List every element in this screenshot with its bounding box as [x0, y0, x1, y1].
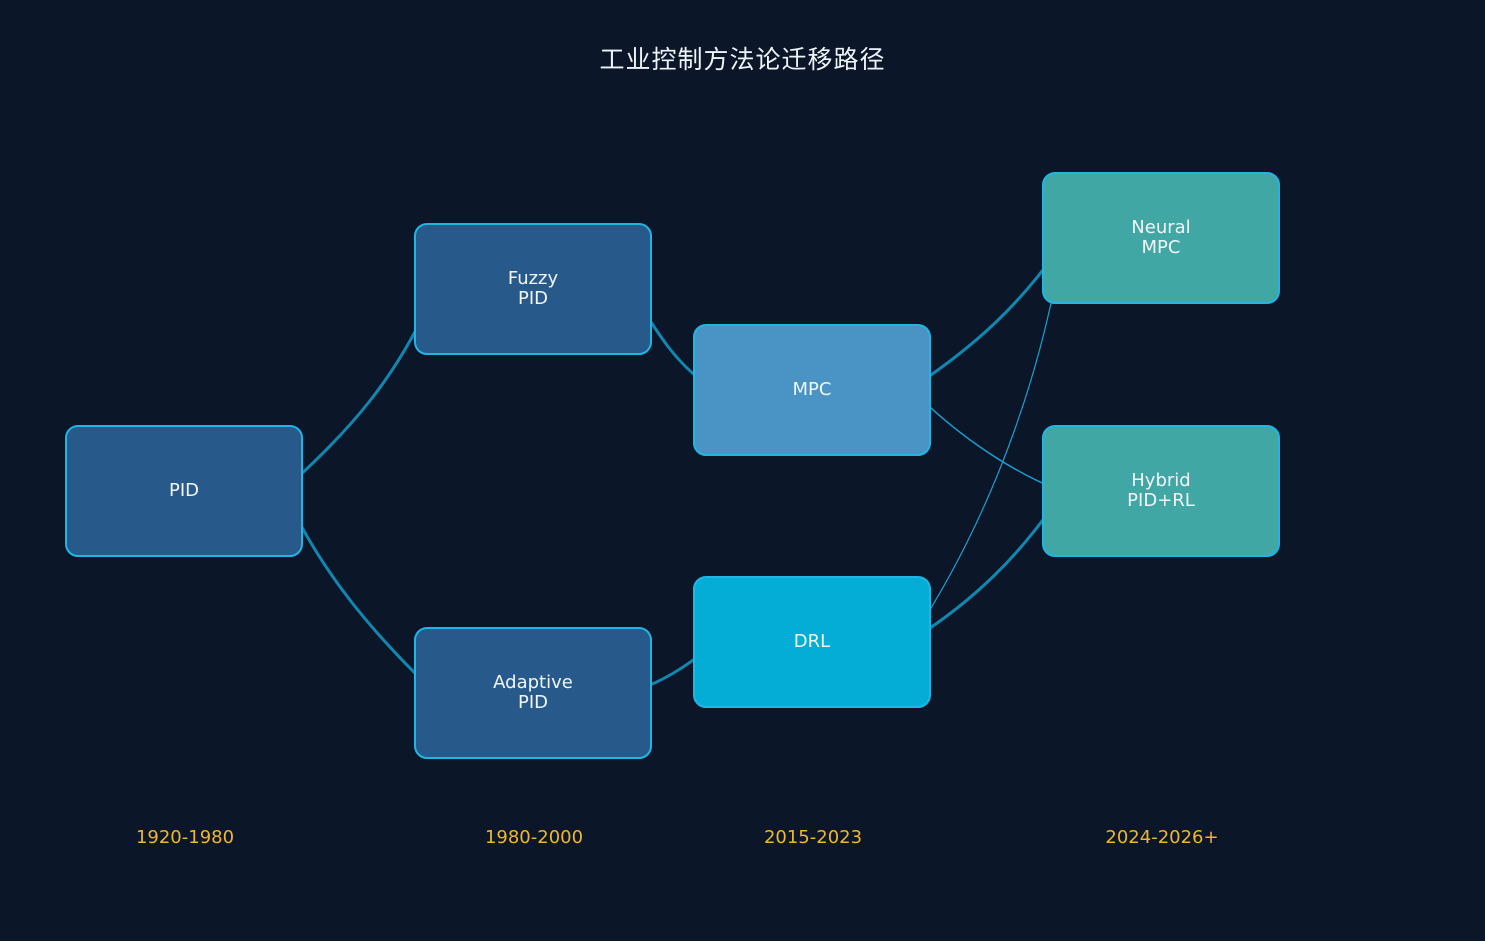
node-pid: PID — [65, 425, 303, 557]
node-mpc-line-1: MPC — [792, 379, 832, 400]
period-label-2024-2026: 2024-2026+ — [1105, 827, 1219, 848]
node-drl: DRL — [693, 576, 931, 708]
edge-mpc-to-neural-mpc — [911, 241, 1064, 390]
node-fuzzy-pid: Fuzzy PID — [414, 223, 652, 355]
node-fuzzy-pid-line-2: PID — [517, 288, 549, 309]
edge-pid-to-adaptive-pid — [282, 491, 433, 691]
diagram-title: 工业控制方法论迁移路径 — [599, 45, 886, 74]
edge-mpc-to-hybrid — [911, 389, 1060, 491]
node-hybrid-pid-rl: Hybrid PID+RL — [1042, 425, 1280, 557]
edge-drl-to-neural-mpc — [911, 244, 1064, 639]
node-fuzzy-pid-line-1: Fuzzy — [507, 268, 559, 289]
node-mpc: MPC — [693, 324, 931, 456]
node-neural-mpc-line-1: Neural — [1131, 217, 1191, 238]
node-adaptive-pid-line-2: PID — [517, 692, 549, 713]
node-neural-mpc: Neural MPC — [1042, 172, 1280, 304]
node-hybrid-line-2: PID+RL — [1127, 490, 1195, 511]
node-neural-mpc-line-2: MPC — [1141, 237, 1181, 258]
node-adaptive-pid-line-1: Adaptive — [493, 672, 573, 693]
node-adaptive-pid: Adaptive PID — [414, 627, 652, 759]
node-hybrid-line-1: Hybrid — [1131, 470, 1191, 491]
node-drl-line-1: DRL — [793, 631, 831, 652]
edge-pid-to-fuzzy-pid — [282, 294, 434, 492]
node-pid-line-1: PID — [168, 480, 200, 501]
period-label-2015-2023: 2015-2023 — [763, 827, 863, 848]
edge-drl-to-hybrid — [911, 493, 1062, 642]
period-label-1980-2000: 1980-2000 — [484, 827, 584, 848]
period-label-1920-1980: 1920-1980 — [135, 827, 235, 848]
